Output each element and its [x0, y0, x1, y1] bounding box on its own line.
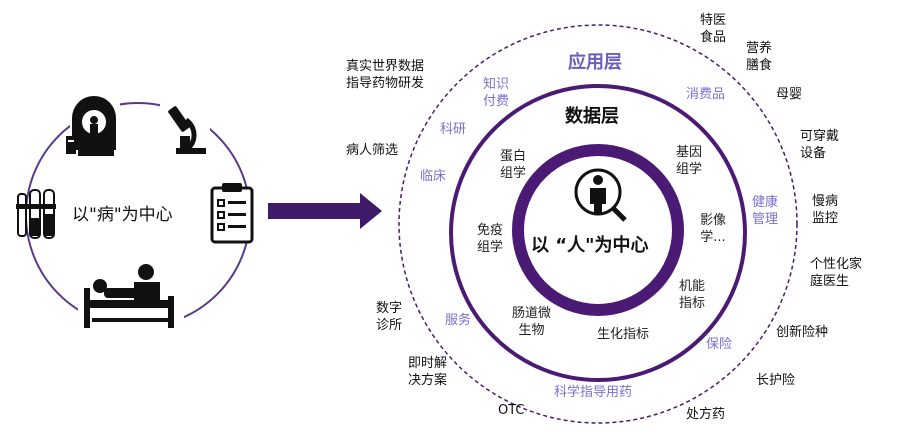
outer-item-wearables: 可穿戴 设备	[800, 129, 840, 161]
data-item-imaging: 影像 学...	[700, 213, 727, 245]
app-item-research: 科研	[440, 122, 467, 137]
outer-item-chronic: 慢病 监控	[812, 194, 839, 226]
mri-scanner-icon	[66, 96, 120, 156]
disease-centered-text: 以"病"为中心	[72, 205, 173, 225]
app-item-service: 服务	[445, 313, 472, 328]
test-tubes-icon	[16, 189, 56, 239]
application-layer-title: 应用层	[568, 52, 622, 73]
clipboard-icon	[210, 183, 254, 244]
app-item-health-mgmt: 健康 管理	[752, 195, 779, 227]
data-item-immunomics: 免疫 组学	[477, 223, 504, 255]
data-layer-ring	[449, 84, 747, 382]
person-centered-text: 以 “人"为中心	[531, 235, 649, 256]
outer-item-rwd: 真实世界数据 指导药物研发	[346, 59, 425, 91]
data-item-microbiome: 肠道微 生物	[512, 306, 552, 338]
person-search-icon	[574, 168, 627, 222]
data-item-function: 机能 指标	[679, 279, 706, 311]
outer-item-otc: OTC	[498, 403, 525, 418]
app-item-insurance: 保险	[706, 337, 733, 352]
data-item-proteomics: 蛋白 组学	[500, 149, 527, 181]
app-item-knowledge-pay: 知识 付费	[483, 77, 510, 109]
application-layer-ring	[398, 24, 798, 424]
microscope-icon	[160, 98, 210, 158]
data-item-genomics: 基因 组学	[676, 145, 703, 177]
outer-item-digital-clinic: 数字 诊所	[376, 301, 403, 333]
data-item-biochem: 生化指标	[597, 327, 650, 342]
hospital-bed-icon	[78, 262, 184, 334]
outer-item-special-food: 特医 食品	[700, 13, 727, 45]
outer-item-maternal: 母婴	[776, 87, 803, 102]
outer-item-long-term-care: 长护险	[756, 373, 796, 388]
data-layer-title: 数据层	[565, 106, 619, 127]
outer-item-nutrition: 营养 膳食	[746, 41, 773, 73]
person-centered-ring	[512, 144, 684, 316]
outer-item-prescription: 处方药	[686, 407, 726, 422]
transition-arrow	[268, 193, 382, 229]
outer-item-family-doctor: 个性化家 庭医生	[810, 257, 863, 289]
outer-item-screening: 病人筛选	[346, 143, 399, 158]
app-item-drug-guidance: 科学指导用药	[554, 385, 633, 400]
outer-item-innovative-insurance: 创新险种	[776, 325, 829, 340]
outer-item-instant-solution: 即时解 决方案	[408, 356, 448, 388]
app-item-consumer: 消费品	[686, 87, 726, 102]
app-item-clinical: 临床	[420, 169, 447, 184]
